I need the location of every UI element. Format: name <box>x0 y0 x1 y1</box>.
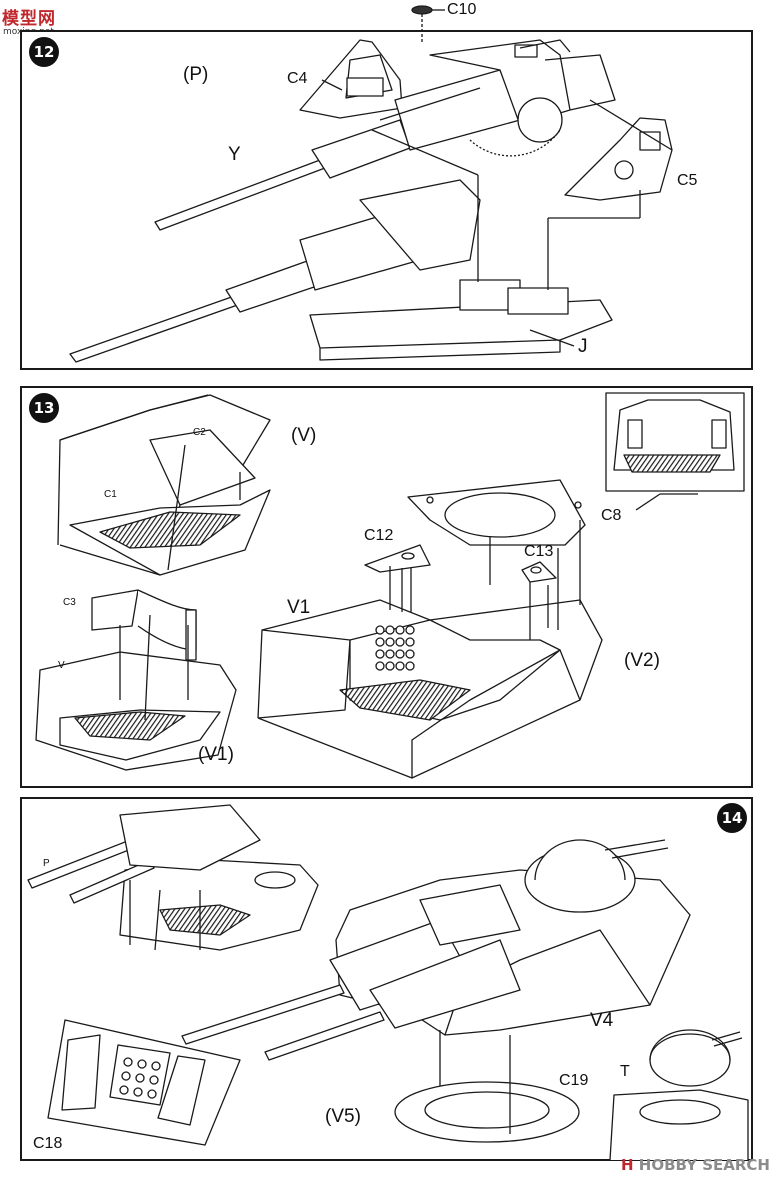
label-c13: C13 <box>524 543 554 560</box>
watermark-hobbysearch: H HOBBY SEARCH <box>620 1156 770 1174</box>
label-p: (P) <box>183 64 209 85</box>
label-v-small: V <box>58 660 65 671</box>
label-c12: C12 <box>364 527 394 544</box>
watermark-logo: 模型网 <box>2 9 56 29</box>
step-13-drawing <box>35 392 745 779</box>
step-14-badge: 14 <box>717 803 747 833</box>
label-v: (V) <box>291 425 317 446</box>
label-p-step14: P <box>43 858 50 869</box>
label-c18: C18 <box>33 1135 63 1152</box>
label-t: T <box>620 1063 630 1080</box>
step-12-drawing <box>69 5 673 363</box>
label-v2-paren: (V2) <box>624 650 660 671</box>
label-v4: V4 <box>590 1010 614 1031</box>
label-c4: C4 <box>287 70 308 87</box>
label-c1: C1 <box>104 489 117 500</box>
label-v1: V1 <box>287 597 311 618</box>
label-c10: C10 <box>447 1 477 18</box>
label-v1-paren: (V1) <box>198 744 234 765</box>
label-c5: C5 <box>677 172 698 189</box>
label-y: Y <box>228 144 241 165</box>
label-c2: C2 <box>193 427 206 438</box>
label-c3: C3 <box>63 597 76 608</box>
label-c8: C8 <box>601 507 622 524</box>
step-13-badge: 13 <box>29 393 59 423</box>
label-c19: C19 <box>559 1072 589 1089</box>
step-12-badge: 12 <box>29 37 59 67</box>
label-v5: (V5) <box>325 1106 361 1127</box>
label-j: J <box>578 336 588 357</box>
